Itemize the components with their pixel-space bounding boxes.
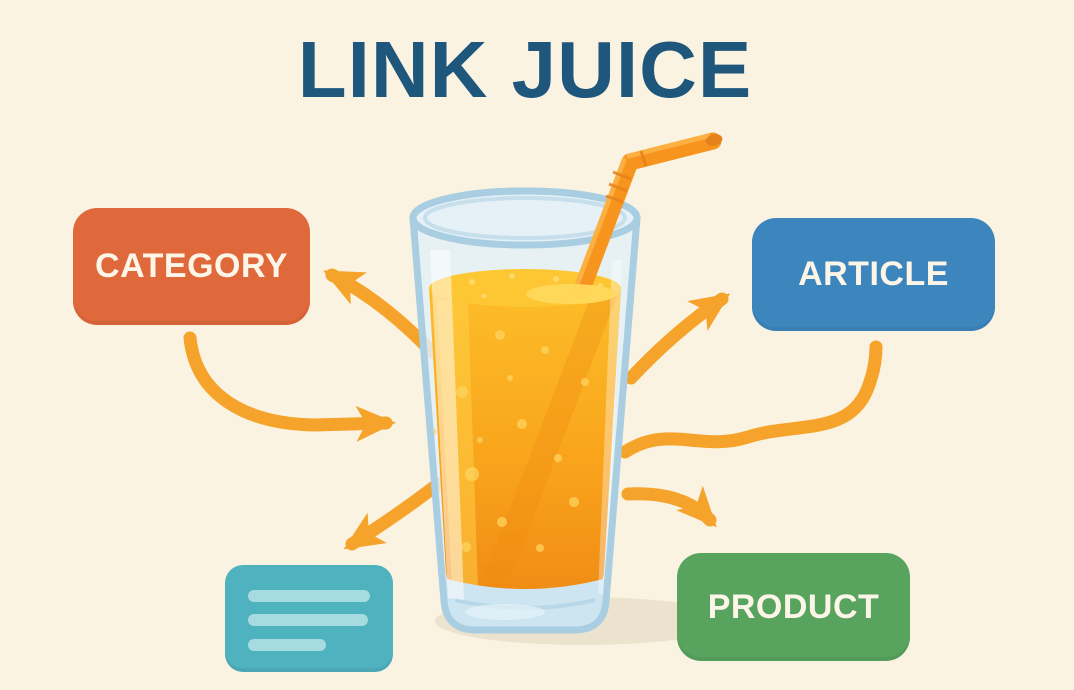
node-product-label: PRODUCT <box>707 587 880 626</box>
curve-glass-toward-article <box>618 340 883 459</box>
node-category-label: CATEGORY <box>95 247 288 285</box>
placeholder-line <box>248 614 368 626</box>
node-article-label: ARTICLE <box>798 255 949 293</box>
glass-right-highlight <box>598 260 622 595</box>
placeholder-line <box>248 590 370 602</box>
glass-rim-inner <box>423 196 627 240</box>
juice-glass <box>409 187 641 634</box>
node-placeholder <box>225 565 393 672</box>
node-product: PRODUCT <box>677 553 910 661</box>
straw-ridges <box>605 150 648 204</box>
arrow-glass-to-product <box>621 485 717 528</box>
node-article: ARTICLE <box>752 218 995 331</box>
straw-tip <box>705 134 723 146</box>
arrow-glass-to-article <box>624 292 731 385</box>
node-category: CATEGORY <box>73 208 310 325</box>
placeholder-line <box>248 639 326 651</box>
juice-bubbles <box>428 330 589 552</box>
glass-base-highlight <box>465 604 545 620</box>
juice <box>429 288 621 593</box>
straw-entry-halo <box>526 284 616 304</box>
arrow-left-into-glass <box>183 331 396 442</box>
glass-rim <box>409 187 641 249</box>
glass-left-highlight <box>430 250 464 600</box>
page-title: LINK JUICE <box>297 25 753 114</box>
arrow-glass-to-placeholder <box>343 477 445 551</box>
straw <box>572 132 723 301</box>
straw-shadow <box>478 296 617 592</box>
